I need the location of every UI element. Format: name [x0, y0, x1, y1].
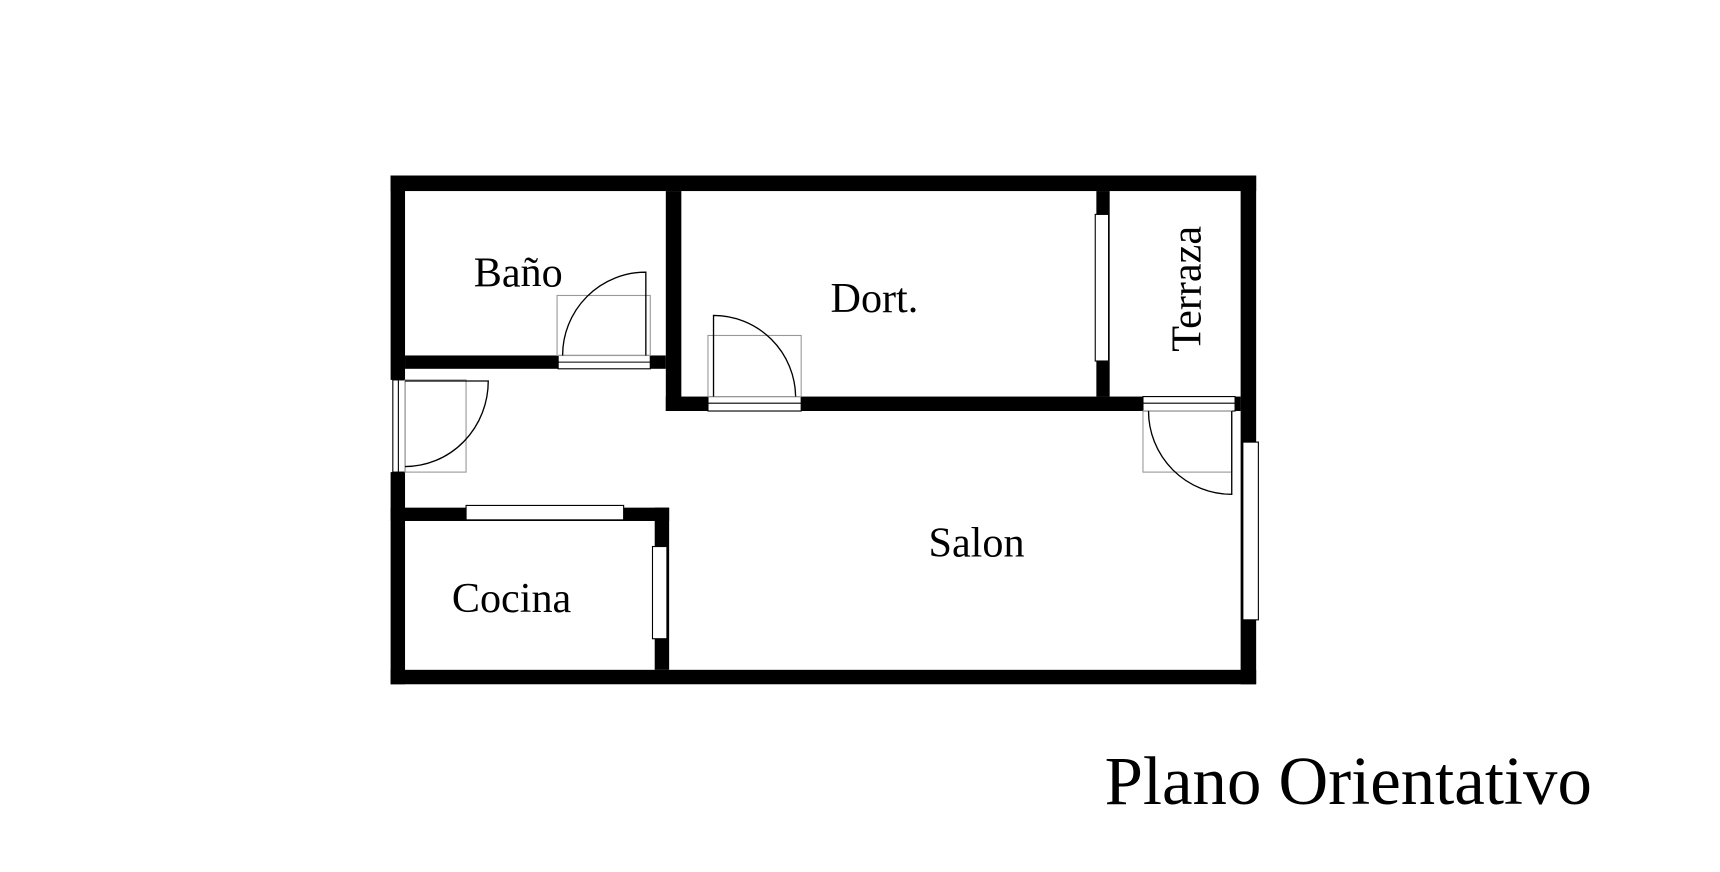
terraza-door-threshold: [1142, 396, 1236, 412]
bano-door-swing: [561, 271, 647, 356]
door-swings: [405, 271, 1233, 495]
dort-door-threshold: [707, 396, 802, 412]
salon-window: [1242, 441, 1259, 621]
room-label-terraza: Terraza: [1164, 226, 1211, 352]
cocina-top-window: [465, 504, 625, 521]
dort-door-swing: [712, 314, 797, 397]
terraza-door-swing: [1147, 411, 1233, 495]
room-label-cocina: Cocina: [452, 575, 572, 622]
door-frames: [404, 294, 1233, 473]
wall-bottom: [390, 669, 1257, 685]
entry-door-swing: [405, 380, 489, 468]
wall-bano-right: [665, 191, 682, 412]
cocina-side-window: [651, 545, 668, 640]
room-label-dort: Dort.: [831, 275, 919, 322]
plan-caption: Plano Orientativo: [1105, 743, 1592, 819]
room-label-bano: Baño: [474, 250, 563, 297]
wall-top: [390, 175, 1257, 192]
wall-dort-bottom: [665, 396, 1241, 412]
room-label-salon: Salon: [929, 520, 1025, 567]
openings: [392, 213, 1259, 640]
dort-window: [1094, 213, 1110, 362]
wall-left-upper: [390, 175, 406, 380]
wall-left-lower: [390, 472, 406, 685]
